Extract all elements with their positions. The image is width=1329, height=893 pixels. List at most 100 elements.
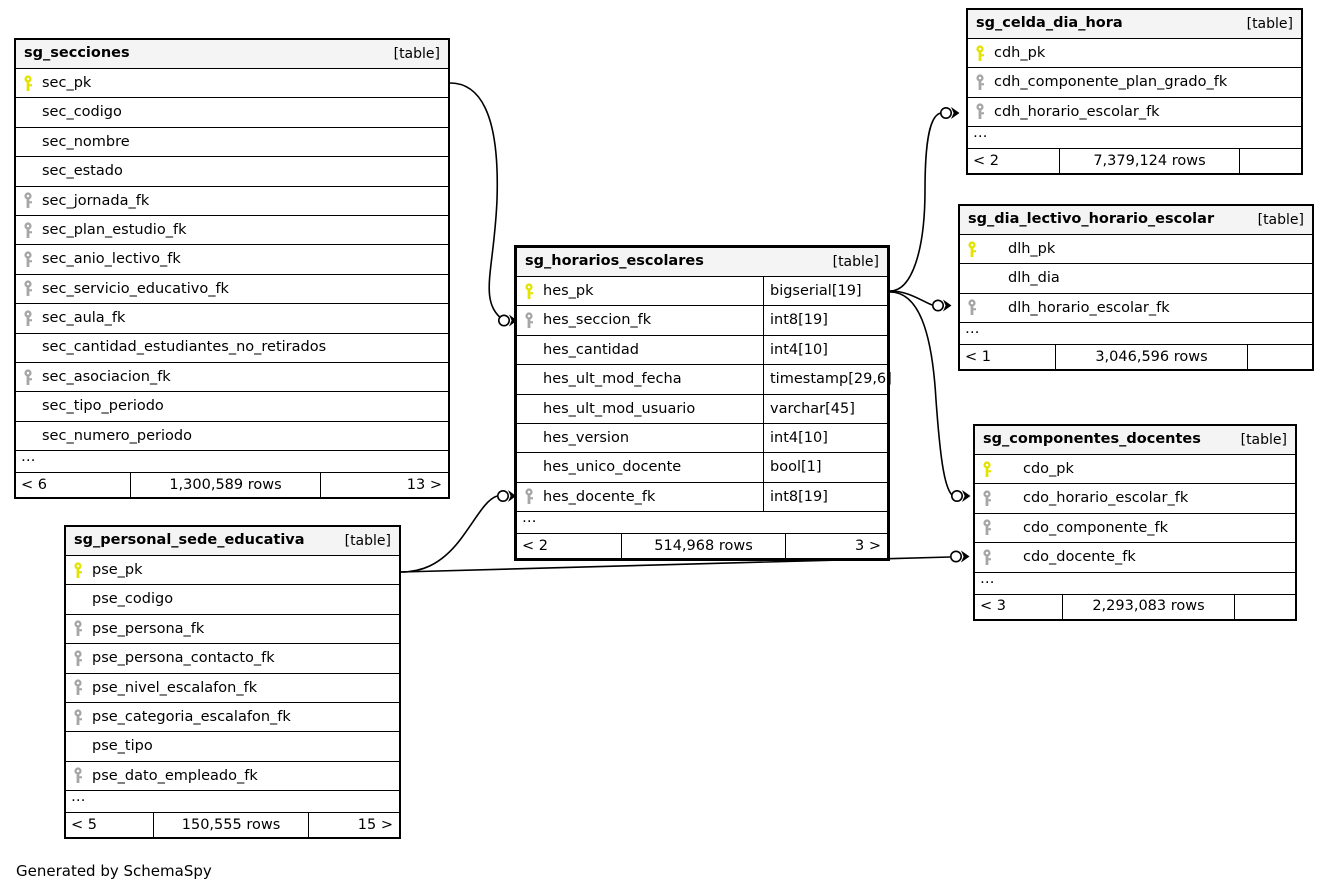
column-name-cell: hes_seccion_fk: [517, 306, 763, 334]
column-name-cell: hes_pk: [517, 277, 763, 305]
column-label: pse_pk: [92, 561, 143, 578]
column-label: pse_persona_contacto_fk: [92, 650, 275, 667]
primary-key-icon: [73, 562, 89, 579]
column-name-cell: cdo_horario_escolar_fk: [975, 484, 1295, 512]
footer-row-count: 2,293,083 rows: [1063, 594, 1235, 619]
table-row[interactable]: pse_persona_contacto_fk: [66, 644, 399, 674]
table-row[interactable]: sec_estado: [16, 157, 448, 187]
column-label: sec_cantidad_estudiantes_no_retirados: [42, 339, 327, 356]
table-row[interactable]: cdo_docente_fk: [975, 543, 1295, 573]
table-row[interactable]: sec_anio_lectivo_fk: [16, 245, 448, 275]
column-label: cdo_pk: [1023, 460, 1074, 477]
foreign-key-icon: [73, 679, 89, 696]
table-row[interactable]: cdo_pk: [975, 455, 1295, 485]
table-row[interactable]: dlh_horario_escolar_fk: [960, 293, 1312, 324]
table-row[interactable]: pse_tipo: [66, 732, 399, 762]
footer-row-count: 1,300,589 rows: [131, 473, 321, 498]
column-label: cdo_componente_fk: [1023, 519, 1168, 536]
column-label: sec_jornada_fk: [42, 192, 150, 209]
table-row[interactable]: pse_codigo: [66, 585, 399, 615]
footer-next-children[interactable]: [1240, 149, 1301, 173]
table-row[interactable]: pse_categoria_escalafon_fk: [66, 702, 399, 733]
table-row[interactable]: sec_aula_fk: [16, 304, 448, 334]
table-row[interactable]: sec_codigo: [16, 98, 448, 128]
footer-next-children[interactable]: 15 >: [357, 816, 393, 833]
footer-prev-parents[interactable]: < 2: [517, 534, 622, 559]
footer-prev-parents[interactable]: < 3: [975, 594, 1063, 619]
footer-next-children[interactable]: 13 >: [406, 476, 442, 493]
table-header-sg_dia_lectivo_horario_escolar: sg_dia_lectivo_horario_escolar[table]: [960, 206, 1312, 235]
column-name-cell: hes_unico_docente: [517, 453, 763, 481]
column-label: pse_persona_fk: [92, 620, 205, 637]
table-row[interactable]: pse_dato_empleado_fk: [66, 761, 399, 792]
footer-prev-parents[interactable]: < 6: [16, 473, 131, 498]
column-label: hes_docente_fk: [543, 488, 656, 505]
footer-prev-parents[interactable]: < 1: [960, 345, 1056, 370]
table-row[interactable]: cdh_componente_plan_grado_fk: [968, 68, 1301, 98]
footer-next-children[interactable]: [1235, 595, 1295, 619]
table-row[interactable]: dlh_pk: [960, 235, 1312, 265]
column-label: sec_plan_estudio_fk: [42, 221, 187, 238]
table-header-sg_personal_sede_educativa: sg_personal_sede_educativa[table]: [66, 527, 399, 556]
table-row[interactable]: sec_nombre: [16, 127, 448, 158]
column-name-cell: pse_categoria_escalafon_fk: [66, 703, 399, 731]
column-name-cell: pse_persona_fk: [66, 615, 399, 643]
column-name-cell: pse_persona_contacto_fk: [66, 644, 399, 672]
column-name-cell: sec_anio_lectivo_fk: [16, 245, 448, 273]
more-columns-ellipsis: …: [66, 790, 399, 814]
table-row[interactable]: sec_plan_estudio_fk: [16, 215, 448, 246]
table-row[interactable]: cdo_horario_escolar_fk: [975, 484, 1295, 514]
relationship-horarios-dialectivo: [889, 290, 952, 312]
footer-prev-parents[interactable]: < 5: [66, 813, 154, 838]
column-label: hes_cantidad: [543, 341, 639, 358]
table-row[interactable]: sec_asociacion_fk: [16, 362, 448, 393]
table-box-sg_dia_lectivo_horario_escolar[interactable]: sg_dia_lectivo_horario_escolar[table]dlh…: [958, 204, 1314, 372]
table-row[interactable]: sec_pk: [16, 69, 448, 99]
table-row[interactable]: pse_pk: [66, 556, 399, 586]
table-row[interactable]: sec_numero_periodo: [16, 421, 448, 452]
footer-next-children[interactable]: 3 >: [855, 537, 881, 554]
table-row[interactable]: pse_persona_fk: [66, 614, 399, 645]
table-row[interactable]: sec_servicio_educativo_fk: [16, 274, 448, 305]
table-title: sg_personal_sede_educativa: [74, 532, 305, 549]
column-name-cell: cdh_horario_escolar_fk: [968, 98, 1301, 126]
more-columns-ellipsis: …: [16, 450, 448, 474]
table-row[interactable]: cdh_horario_escolar_fk: [968, 97, 1301, 128]
column-type: int4[10]: [763, 423, 887, 453]
footer-next-children[interactable]: [1248, 345, 1312, 369]
column-name-cell: sec_tipo_periodo: [16, 392, 448, 420]
column-type: timestamp[29,6]: [763, 365, 892, 394]
column-label: dlh_pk: [1008, 240, 1056, 257]
table-row[interactable]: cdo_componente_fk: [975, 513, 1295, 544]
table-row[interactable]: sec_cantidad_estudiantes_no_retirados: [16, 333, 448, 363]
column-name-cell: dlh_dia: [960, 264, 1312, 292]
foreign-key-icon: [975, 103, 991, 120]
table-row[interactable]: dlh_dia: [960, 264, 1312, 294]
table-row[interactable]: sec_jornada_fk: [16, 186, 448, 216]
column-label: sec_asociacion_fk: [42, 368, 171, 385]
table-row[interactable]: cdh_pk: [968, 39, 1301, 69]
column-label: hes_seccion_fk: [543, 312, 652, 329]
table-title: sg_secciones: [24, 45, 130, 62]
footer-prev-parents[interactable]: < 2: [968, 149, 1060, 174]
table-row[interactable]: pse_nivel_escalafon_fk: [66, 673, 399, 703]
foreign-key-icon: [982, 490, 998, 507]
foreign-key-icon: [73, 709, 89, 726]
table-row[interactable]: sec_tipo_periodo: [16, 392, 448, 422]
